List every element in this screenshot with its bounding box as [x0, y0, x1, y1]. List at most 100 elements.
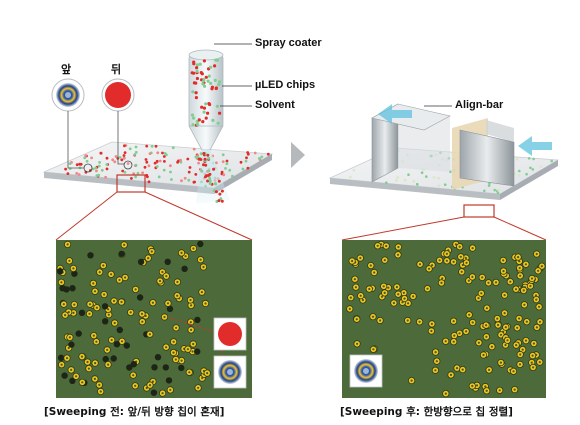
chip-dot [218, 111, 222, 115]
chip-dot [253, 151, 257, 155]
chip-dot [95, 169, 98, 173]
chip-dot [70, 368, 73, 371]
chip-dot [368, 287, 371, 291]
chip-dot [207, 169, 211, 173]
chip-dot [72, 267, 75, 270]
chip-dot [353, 278, 356, 281]
front-chip-leader [67, 111, 84, 169]
chip-dot [180, 251, 183, 254]
chip-dot [107, 313, 110, 316]
chip-dot [382, 285, 385, 288]
chip-dot [130, 361, 137, 368]
chip-dot [485, 335, 488, 338]
chip-dot [407, 302, 410, 305]
chip-dot [502, 270, 505, 273]
chip-dot [376, 244, 379, 247]
chip-dot [133, 153, 137, 156]
chip-dot [194, 96, 198, 100]
chip-dot [192, 147, 196, 151]
chip-dot [217, 199, 221, 203]
chip-dot [111, 158, 115, 162]
chip-dot [189, 321, 192, 324]
chip-dot [197, 118, 201, 122]
chip-dot [192, 247, 195, 250]
chip-dot [73, 303, 76, 306]
chip-dot [509, 280, 512, 283]
chip-dot [196, 123, 200, 127]
chip-dot [452, 260, 455, 263]
chip-dot [92, 334, 95, 337]
chip-dot [147, 180, 151, 184]
chip-dot [113, 321, 116, 325]
chip-dot [105, 163, 109, 166]
chip-dot [482, 353, 485, 357]
chip-dot [487, 184, 491, 187]
chip-dot [208, 102, 212, 107]
chip-dot [200, 169, 204, 173]
chip-dot [204, 302, 207, 305]
chip-dot [550, 159, 553, 163]
chip-dot [99, 151, 103, 155]
chip-dot [488, 368, 491, 371]
chip-dot [75, 330, 82, 337]
chip-dot [134, 145, 138, 149]
chip-dot [475, 384, 479, 387]
left-callout-line-a [55, 191, 118, 241]
chip-dot [480, 292, 483, 295]
chip-dot [529, 166, 532, 170]
chip-dot [203, 84, 207, 88]
chip-dot [116, 326, 124, 334]
chip-dot [380, 295, 384, 298]
chip-dot [151, 380, 155, 383]
chip-dot [170, 178, 173, 181]
chip-dot [351, 259, 354, 263]
chip-dot [513, 388, 516, 391]
chip-dot [197, 161, 201, 165]
chip-dot [418, 263, 422, 266]
chip-dot [107, 308, 110, 311]
chip-dot [105, 156, 109, 160]
chip-dot [241, 167, 245, 171]
chip-dot [209, 65, 213, 69]
chip-dot [98, 161, 101, 164]
chip-dot [68, 259, 71, 262]
chip-dot [220, 189, 224, 193]
chip-dot [199, 258, 202, 261]
chip-dot [540, 265, 544, 268]
chip-dot [432, 176, 436, 179]
chip-dot [506, 339, 509, 342]
chip-dot [140, 312, 144, 315]
chip-dot [431, 264, 434, 267]
chip-dot [412, 179, 416, 183]
chip-dot [471, 247, 474, 250]
left-callout-box [116, 174, 146, 193]
chip-dot [502, 259, 505, 262]
chip-dot [348, 307, 351, 310]
chip-dot [144, 158, 148, 161]
chip-dot [123, 342, 130, 349]
chip-dot [105, 167, 109, 171]
chip-dot [452, 340, 455, 343]
micrograph-back-chip-inset [213, 317, 247, 351]
chip-dot [464, 256, 467, 260]
chip-dot [485, 389, 488, 392]
chip-dot [61, 372, 68, 379]
chip-dot [481, 276, 484, 279]
chip-dot [194, 155, 198, 159]
chip-dot [206, 153, 210, 157]
chip-dot [75, 172, 79, 175]
chip-dot [81, 381, 84, 384]
chip-dot [354, 286, 357, 289]
chip-dot [145, 144, 149, 148]
chip-dot [406, 319, 409, 322]
chip-dot [204, 75, 208, 79]
chip-dot [392, 301, 395, 305]
chip-dot [397, 245, 400, 249]
chip-dot [212, 189, 216, 193]
chip-dot [518, 169, 521, 173]
chip-dot [141, 171, 145, 175]
chip-dot [519, 274, 522, 277]
chip-dot [155, 165, 159, 168]
chip-dot [60, 281, 63, 284]
chip-dot [430, 322, 433, 325]
